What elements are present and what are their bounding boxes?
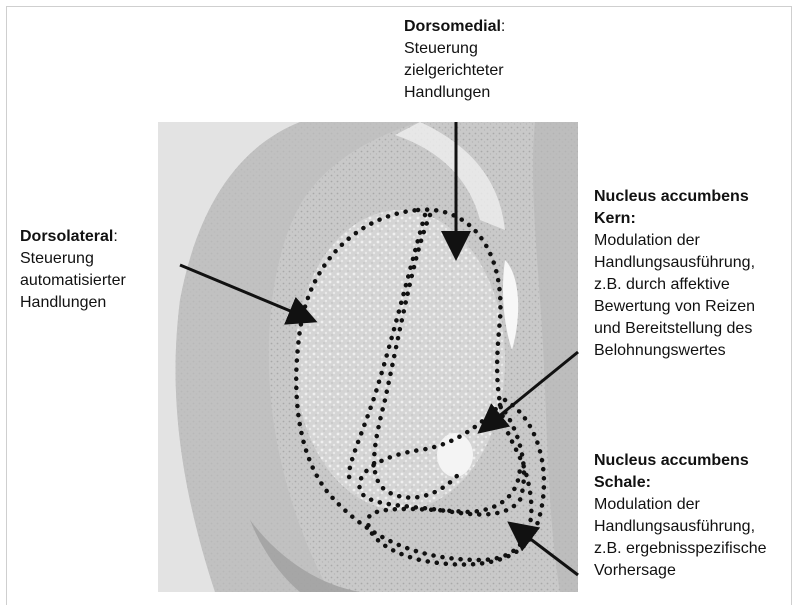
nac-core-title-2: Kern: — [594, 208, 755, 230]
nac-core-label: Nucleus accumbens Kern: Modulation der H… — [594, 186, 755, 362]
dorsolateral-colon: : — [113, 228, 117, 245]
dorsolateral-line-1: Steuerung — [20, 248, 126, 270]
dorsomedial-line-3: Handlungen — [404, 82, 505, 104]
dorsolateral-line-2: automatisierter — [20, 270, 126, 292]
nac-shell-line-3: z.B. ergebnisspezifische — [594, 538, 767, 560]
nac-shell-label: Nucleus accumbens Schale: Modulation der… — [594, 450, 767, 582]
nac-core-line-4: Bewertung von Reizen — [594, 296, 755, 318]
dorsolateral-line-3: Handlungen — [20, 292, 126, 314]
dorsomedial-line-2: zielgerichteter — [404, 60, 505, 82]
nac-core-line-3: z.B. durch affektive — [594, 274, 755, 296]
dorsolateral-label: Dorsolateral: Steuerung automatisierter … — [20, 226, 126, 314]
dorsomedial-label: Dorsomedial: Steuerung zielgerichteter H… — [404, 16, 505, 104]
dorsolateral-title: Dorsolateral — [20, 228, 113, 245]
nac-shell-line-1: Modulation der — [594, 494, 767, 516]
nac-core-line-2: Handlungsausführung, — [594, 252, 755, 274]
nac-core-line-5: und Bereitstellung des — [594, 318, 755, 340]
striatum-region — [295, 210, 505, 510]
nac-core-title-1: Nucleus accumbens — [594, 186, 755, 208]
nac-core-line-6: Belohnungswertes — [594, 340, 755, 362]
nac-shell-line-2: Handlungsausführung, — [594, 516, 767, 538]
dorsomedial-colon: : — [501, 18, 505, 35]
anterior-commissure — [437, 433, 473, 477]
nac-shell-line-4: Vorhersage — [594, 560, 767, 582]
nac-shell-title-1: Nucleus accumbens — [594, 450, 767, 472]
dorsomedial-line-1: Steuerung — [404, 38, 505, 60]
dorsomedial-title: Dorsomedial — [404, 18, 501, 35]
nac-core-line-1: Modulation der — [594, 230, 755, 252]
nac-shell-title-2: Schale: — [594, 472, 767, 494]
